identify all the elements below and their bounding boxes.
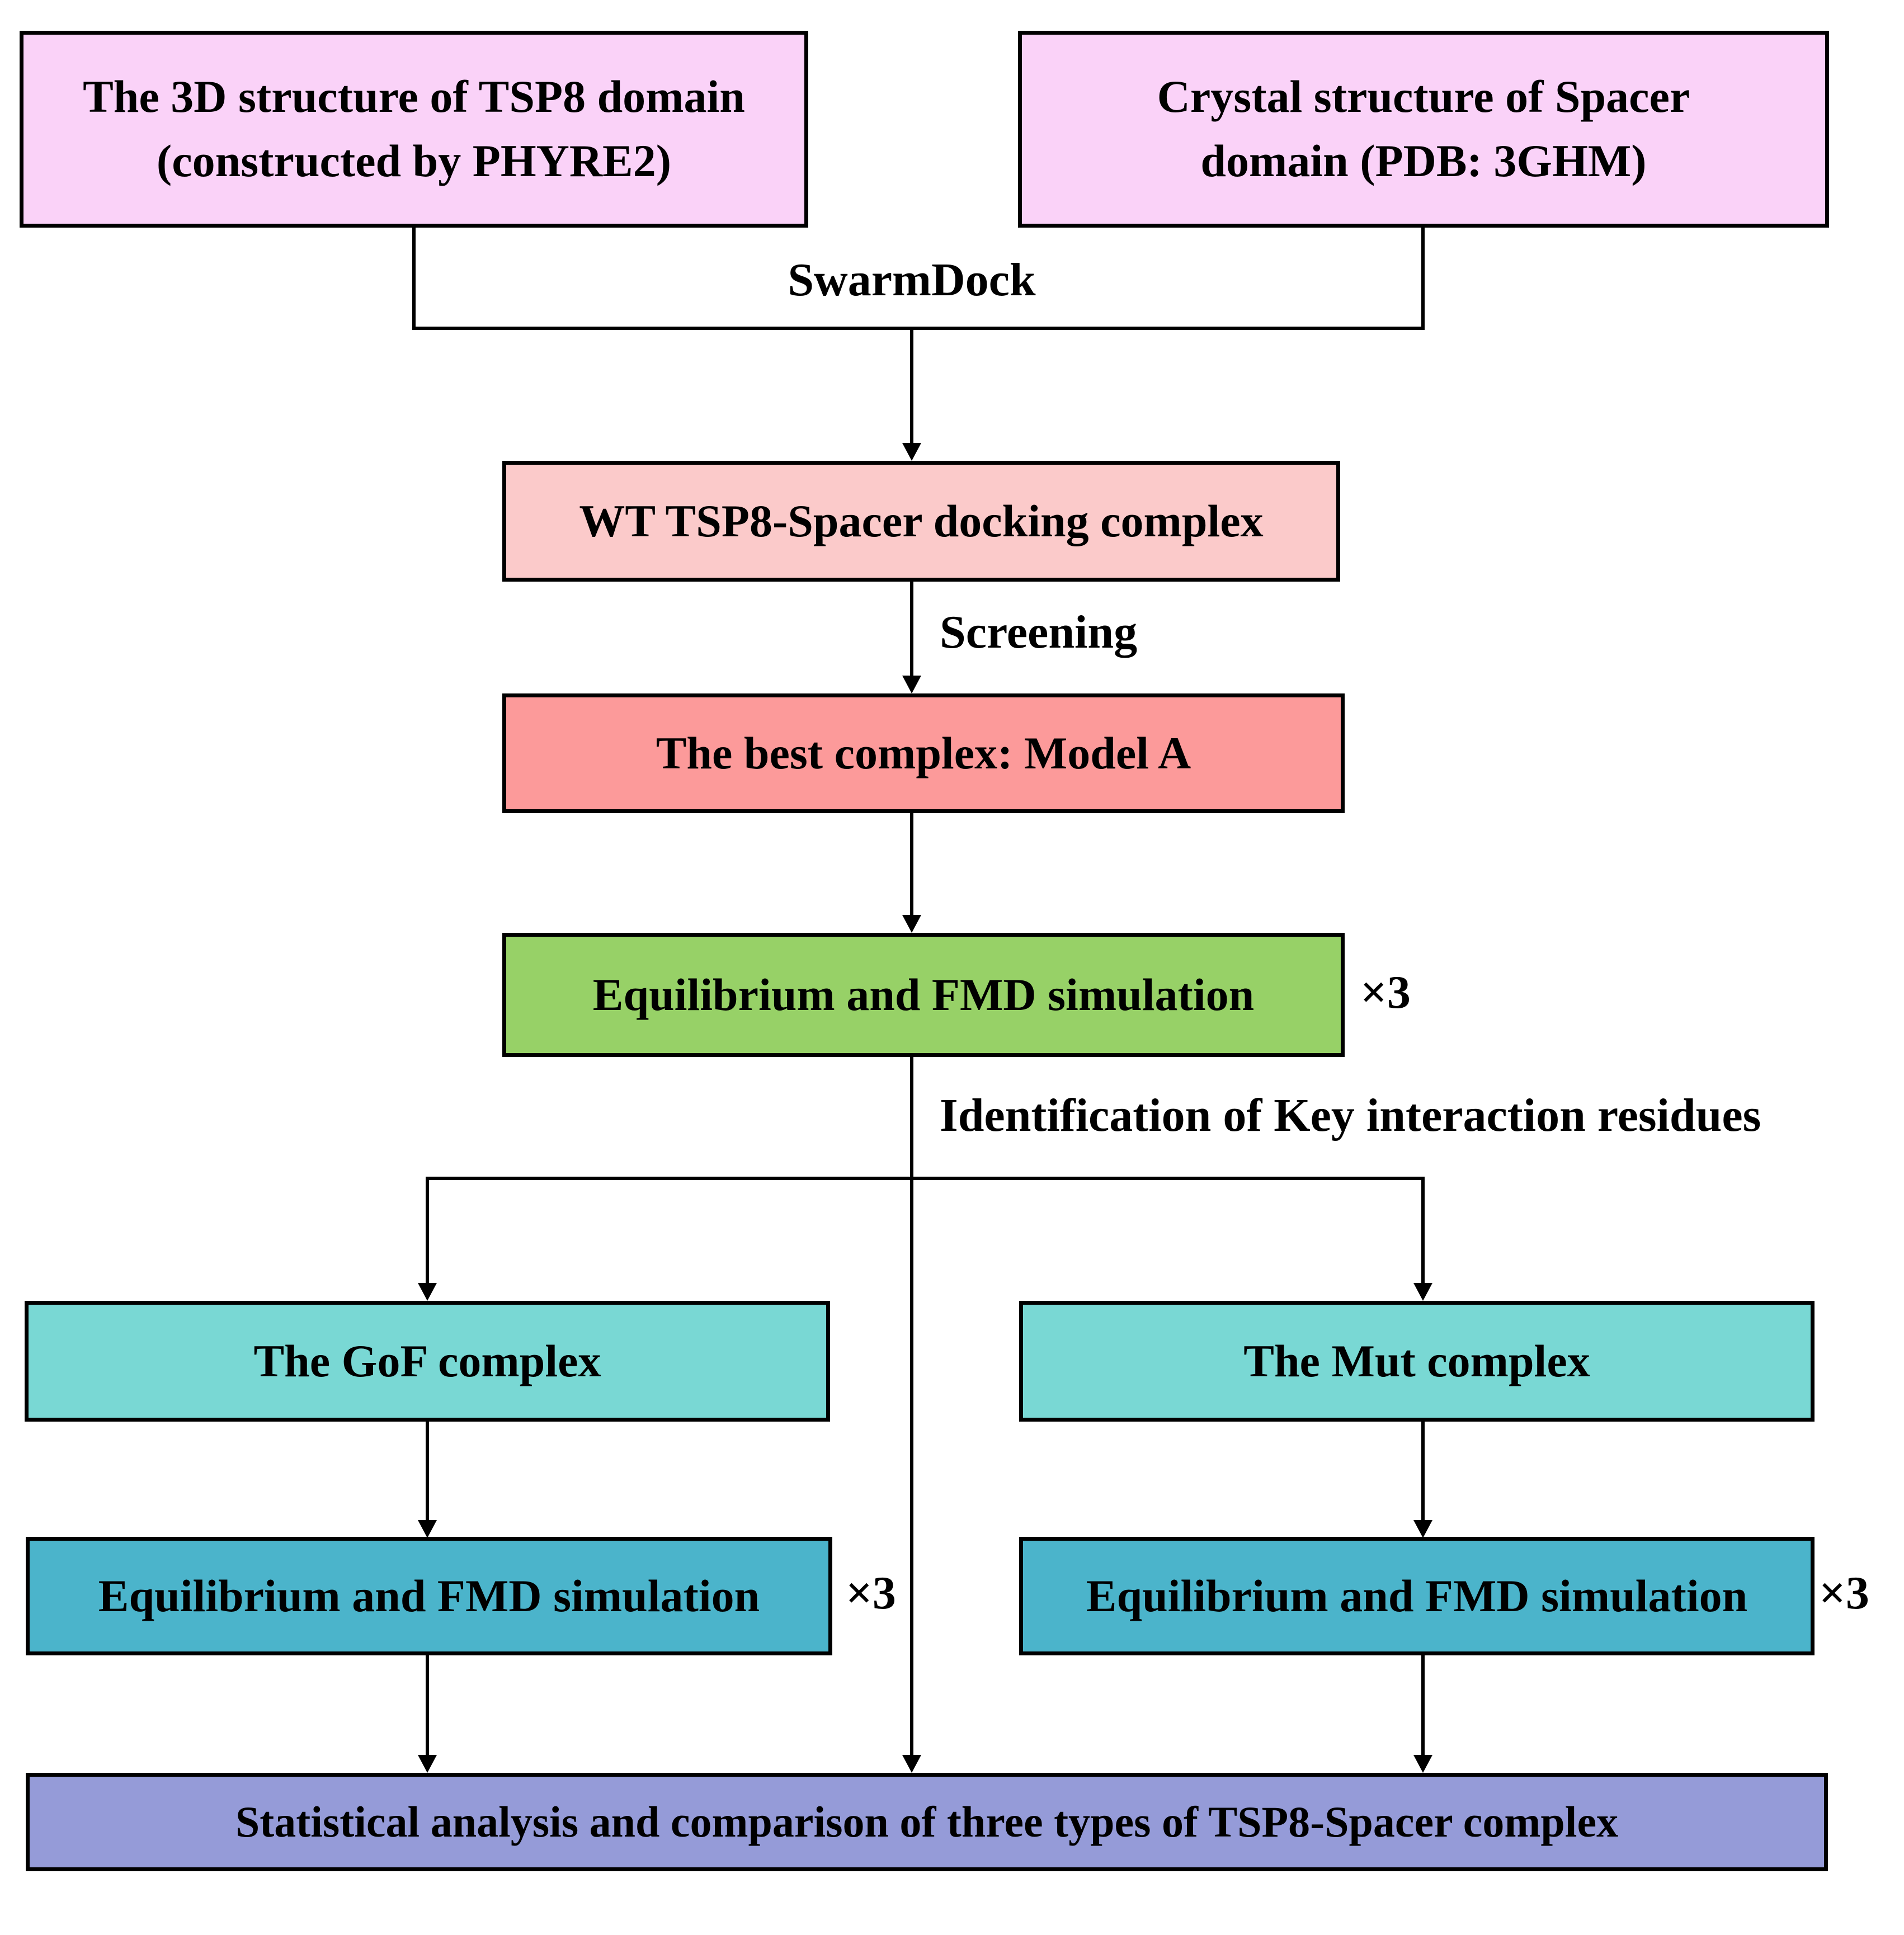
node-gof-complex-label: The GoF complex xyxy=(253,1335,601,1386)
node-spacer-structure-line2: domain (PDB: 3GHM) xyxy=(1200,135,1647,186)
node-fmd-simulation-mut: Equilibrium and FMD simulation xyxy=(1019,1537,1815,1655)
node-best-complex-label: The best complex: Model A xyxy=(656,727,1191,778)
arrowhead-to-fmd-gof xyxy=(418,1520,437,1538)
node-tsp8-structure-line1: The 3D structure of TSP8 domain xyxy=(83,71,745,122)
node-spacer-structure-line1: Crystal structure of Spacer xyxy=(1157,71,1690,122)
multiplier-x3-gof: ×3 xyxy=(846,1567,896,1619)
node-gof-complex: The GoF complex xyxy=(25,1301,830,1422)
arrowhead-to-wt-complex xyxy=(902,443,921,461)
node-best-complex: The best complex: Model A xyxy=(502,693,1345,813)
connector-spacer-down xyxy=(1421,226,1425,330)
connector-fmd-mut-to-stats xyxy=(1421,1655,1425,1756)
node-wt-docking-complex: WT TSP8-Spacer docking complex xyxy=(502,461,1340,582)
multiplier-x3-wt: ×3 xyxy=(1360,966,1411,1018)
node-fmd-simulation-mut-label: Equilibrium and FMD simulation xyxy=(1086,1570,1748,1621)
connector-gof-to-fmd xyxy=(426,1422,429,1521)
edge-label-identification: Identification of Key interaction residu… xyxy=(940,1089,1761,1141)
node-fmd-simulation-gof-label: Equilibrium and FMD simulation xyxy=(98,1570,760,1621)
node-mut-complex: The Mut complex xyxy=(1019,1301,1815,1422)
arrowhead-center-to-stats xyxy=(902,1755,921,1773)
arrowhead-to-best-complex xyxy=(902,676,921,693)
node-tsp8-structure: The 3D structure of TSP8 domain (constru… xyxy=(20,31,808,228)
node-statistical-analysis-label: Statistical analysis and comparison of t… xyxy=(235,1797,1619,1847)
connector-fmd-gof-to-stats xyxy=(426,1655,429,1756)
edge-label-swarmdock: SwarmDock xyxy=(788,254,1036,306)
node-fmd-simulation-wt: Equilibrium and FMD simulation xyxy=(502,933,1345,1057)
connector-mut-to-fmd xyxy=(1421,1422,1425,1521)
arrowhead-to-fmd-wt xyxy=(902,915,921,933)
node-statistical-analysis: Statistical analysis and comparison of t… xyxy=(26,1773,1828,1871)
connector-branch-horizontal xyxy=(426,1177,1425,1180)
node-tsp8-structure-line2: (constructed by PHYRE2) xyxy=(156,135,672,186)
arrowhead-fmd-mut-to-stats xyxy=(1413,1755,1432,1773)
node-spacer-structure: Crystal structure of Spacer domain (PDB:… xyxy=(1018,31,1829,228)
node-fmd-simulation-gof: Equilibrium and FMD simulation xyxy=(26,1537,832,1655)
arrowhead-to-mut xyxy=(1413,1283,1432,1301)
connector-wt-to-best xyxy=(910,582,913,677)
node-mut-complex-label: The Mut complex xyxy=(1243,1335,1590,1386)
arrowhead-fmd-gof-to-stats xyxy=(418,1755,437,1773)
connector-branch-to-mut xyxy=(1421,1177,1425,1284)
multiplier-x3-mut: ×3 xyxy=(1819,1567,1869,1619)
connector-swarmdock-to-wt xyxy=(910,327,913,444)
node-wt-docking-complex-label: WT TSP8-Spacer docking complex xyxy=(579,495,1264,546)
connector-swarmdock-horizontal xyxy=(412,327,1425,330)
edge-label-screening: Screening xyxy=(940,606,1138,658)
arrowhead-to-gof xyxy=(418,1283,437,1301)
connector-branch-to-gof xyxy=(426,1177,429,1284)
arrowhead-to-fmd-mut xyxy=(1413,1520,1432,1538)
connector-tsp8-down xyxy=(412,226,416,330)
connector-best-to-fmd xyxy=(910,813,913,916)
connector-center-to-stats xyxy=(910,1057,913,1756)
node-fmd-simulation-wt-label: Equilibrium and FMD simulation xyxy=(592,969,1255,1020)
